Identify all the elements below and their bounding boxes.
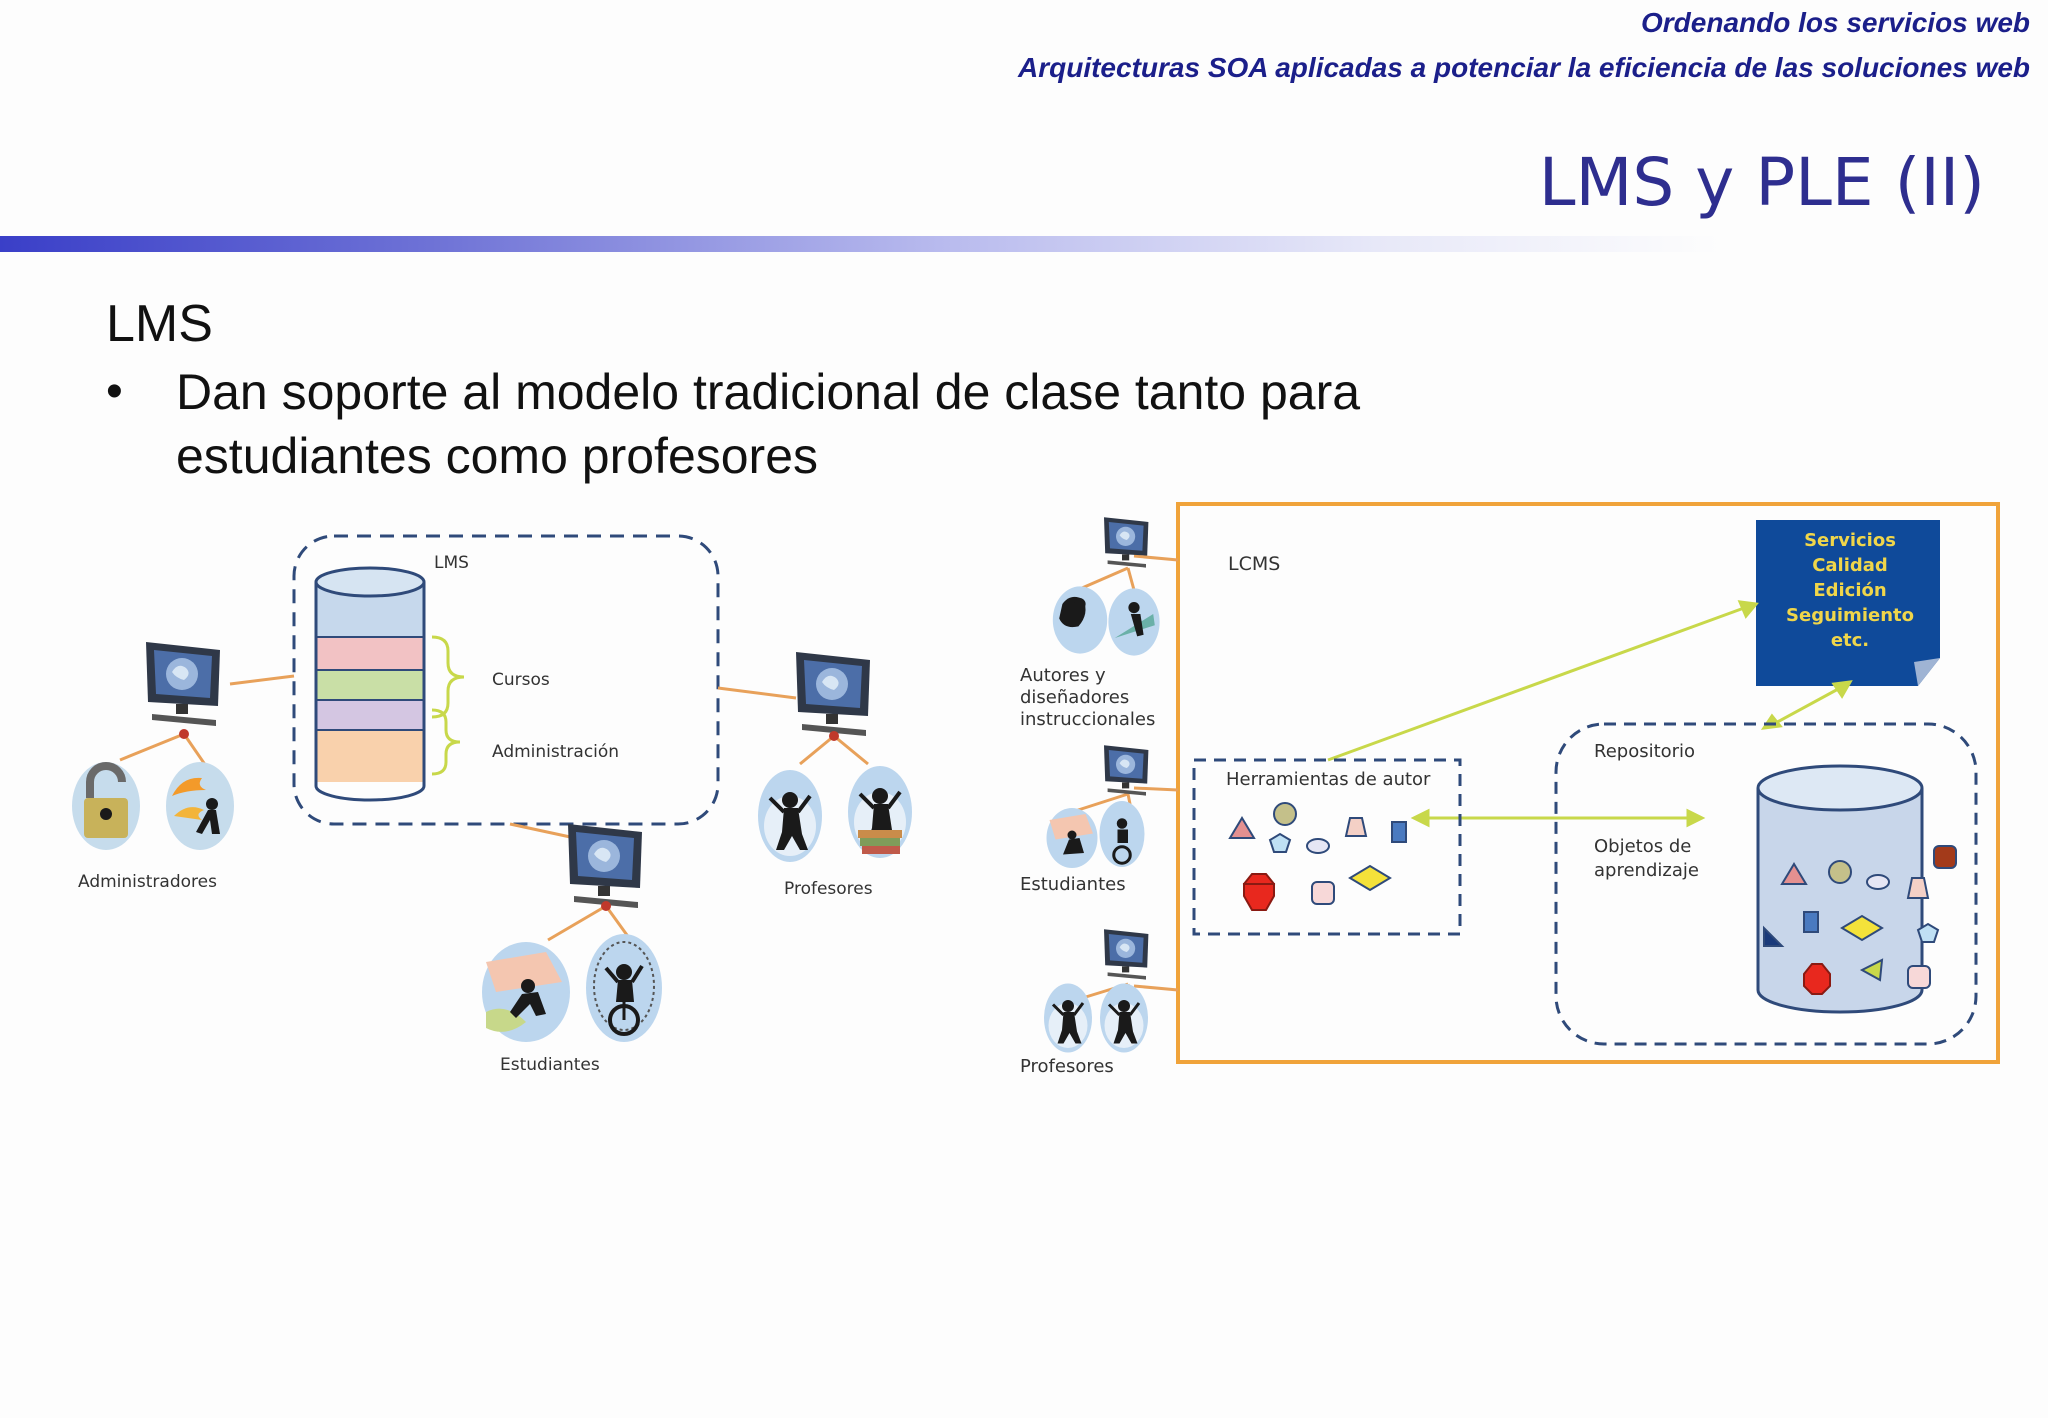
- services-line-1: Servicios: [1804, 530, 1896, 551]
- objects-label-line-2: aprendizaje: [1594, 860, 1699, 881]
- lcms-box-label: LCMS: [1228, 553, 1280, 575]
- lcms-teacher-computer-icon: [1104, 929, 1149, 980]
- label-profesores: Profesores: [784, 879, 873, 899]
- repository-box: [1554, 722, 1978, 1046]
- authoring-tools-box: [1192, 758, 1462, 936]
- student-unicycle-icon: [586, 934, 662, 1042]
- brace-administracion: [431, 708, 461, 776]
- lms-database-icon: [314, 566, 426, 802]
- admin-lock-icon: [72, 762, 140, 850]
- authors-person-icon-2: [1108, 588, 1160, 656]
- lcms-teacher-person-icon-1: [1042, 982, 1094, 1054]
- section-heading: LMS: [106, 295, 213, 353]
- repository-database-icon: [1756, 764, 1957, 1014]
- lcms-diagram: LCMS Servicios Calidad Edición Seguimien…: [1020, 502, 2000, 1077]
- authors-label-line-3: instruccionales: [1020, 709, 1155, 730]
- services-note: Servicios Calidad Edición Seguimiento et…: [1756, 520, 1940, 686]
- lms-diagram: LMS Cursos Administración: [72, 534, 914, 1075]
- header-line-1: Ordenando los servicios web: [1640, 7, 2030, 38]
- authors-person-icon-1: [1052, 586, 1108, 654]
- lms-dashed-box: [292, 534, 720, 826]
- services-line-3: Edición: [1813, 580, 1886, 601]
- admin-fire-icon: [166, 762, 234, 850]
- student-computer-icon: [568, 824, 642, 908]
- authors-computer-icon: [1104, 517, 1149, 568]
- lcms-student-person-icon-2: [1099, 801, 1145, 867]
- label-administradores: Administradores: [78, 872, 217, 892]
- brace-cursos: [431, 635, 465, 719]
- authors-label-line-2: diseñadores: [1020, 687, 1129, 708]
- lcms-teacher-person-icon-2: [1098, 982, 1150, 1054]
- authors-label-line-1: Autores y: [1020, 665, 1106, 686]
- lcms-label-estudiantes: Estudiantes: [1020, 874, 1126, 895]
- objects-label-line-1: Objetos de: [1594, 836, 1691, 857]
- repository-label: Repositorio: [1594, 741, 1695, 762]
- services-line-4: Seguimiento: [1786, 605, 1914, 626]
- label-cursos: Cursos: [492, 670, 550, 690]
- lcms-student-person-icon-1: [1046, 808, 1098, 868]
- lcms-box: [1176, 502, 2000, 1064]
- teacher-person-icon-2: [846, 764, 914, 860]
- label-administracion: Administración: [492, 742, 619, 762]
- teacher-person-icon-1: [756, 768, 824, 864]
- services-line-5: etc.: [1831, 630, 1869, 651]
- authoring-shapes: [1228, 802, 1407, 911]
- lcms-label-profesores: Profesores: [1020, 1056, 1114, 1077]
- header-line-2: Arquitecturas SOA aplicadas a potenciar …: [1018, 52, 2030, 83]
- slide-title: LMS y PLE (II): [1538, 144, 1985, 221]
- label-estudiantes: Estudiantes: [500, 1055, 600, 1075]
- student-person-icon-1: [482, 942, 570, 1042]
- teacher-computer-icon: [796, 652, 870, 736]
- lcms-student-computer-icon: [1104, 745, 1149, 796]
- title-gradient-bar: [0, 236, 1720, 252]
- authoring-tools-label: Herramientas de autor: [1226, 769, 1431, 790]
- bullet-marker: •: [106, 365, 123, 418]
- bullet-text: Dan soporte al modelo tradicional de cla…: [176, 364, 1361, 484]
- lms-box-label: LMS: [434, 553, 469, 573]
- services-line-2: Calidad: [1812, 555, 1888, 576]
- admin-computer-icon: [146, 642, 220, 726]
